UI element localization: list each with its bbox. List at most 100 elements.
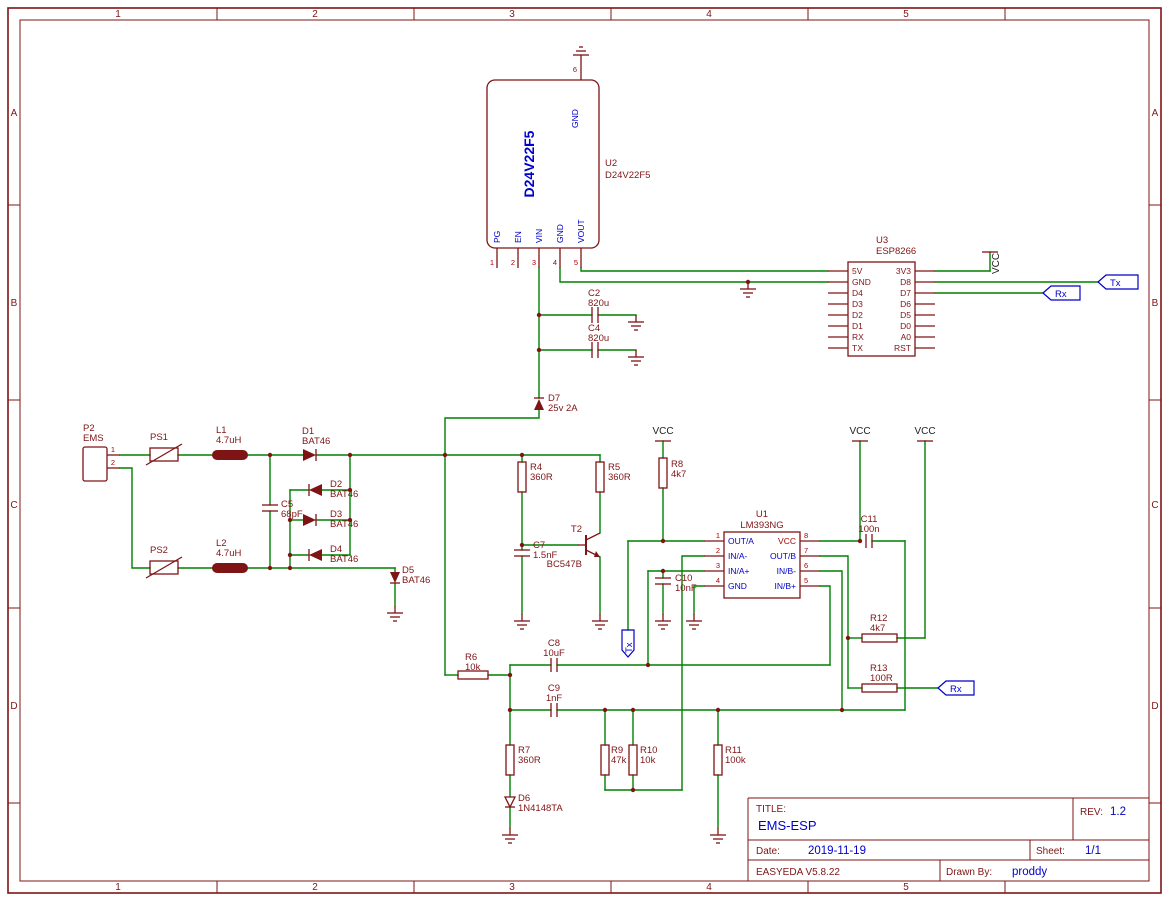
c2-value: 820u [588, 298, 609, 309]
frame-col-label: 4 [706, 882, 712, 893]
r12-ref: R12 [870, 613, 887, 624]
u2-pin-name-pg: PG [492, 231, 502, 243]
u2-pin-num-1: 1 [490, 258, 494, 267]
component-u2-regulator[interactable]: D24V22F5 GND 6 PG EN VIN GND VOUT 1 2 3 … [486, 62, 650, 268]
ground-icon [739, 281, 757, 298]
component-c5[interactable]: C5 68pF [262, 499, 303, 520]
rev-value: 1.2 [1110, 806, 1126, 818]
component-d5[interactable]: D5 BAT46 [390, 565, 430, 586]
ground-icon [685, 613, 703, 630]
frame-col-label: 3 [509, 9, 515, 20]
date-label: Date: [756, 846, 780, 857]
u1-value: LM393NG [740, 520, 783, 531]
component-r6[interactable]: R6 10k [457, 652, 489, 680]
component-r5[interactable]: R5 360R [595, 461, 631, 493]
component-r9[interactable]: R9 47k [600, 744, 627, 776]
component-ps2[interactable]: PS2 [145, 545, 183, 579]
component-l2[interactable]: L2 4.7uH [212, 538, 248, 573]
r10-ref: R10 [640, 745, 657, 756]
net-flag-vcc[interactable]: VCC [914, 426, 936, 442]
u2-pin-num-6: 6 [573, 65, 577, 74]
vcc-label: VCC [991, 253, 1002, 274]
net-flag-rx[interactable]: Rx [1042, 285, 1081, 301]
d1-ref: D1 [302, 426, 314, 437]
net-flag-rx[interactable]: Rx [937, 680, 975, 696]
net-flag-tx[interactable]: Tx [1097, 274, 1139, 290]
frame-col-label: 5 [903, 9, 909, 20]
ground-icon [572, 46, 590, 63]
net-flag-vcc[interactable]: VCC [849, 426, 871, 442]
u3-value: ESP8266 [876, 246, 916, 257]
component-l1[interactable]: L1 4.7uH [212, 425, 248, 460]
component-p2-connector[interactable]: 1 2 P2 EMS [82, 423, 120, 482]
component-d6[interactable]: D6 1N4148TA [503, 793, 563, 814]
component-r4[interactable]: R4 360R [517, 461, 553, 493]
r13-value: 100R [870, 673, 893, 684]
net-flag-tx[interactable]: Tx [621, 629, 635, 658]
c9-value: 1nF [546, 693, 563, 704]
ground-icon [627, 314, 645, 331]
net-flag-vcc[interactable]: VCC [652, 426, 674, 442]
u2-pin-name-gnd-top: GND [570, 109, 580, 128]
d2-value: BAT46 [330, 489, 358, 500]
r10-value: 10k [640, 755, 656, 766]
d2-ref: D2 [330, 479, 342, 490]
ground-icon [501, 827, 519, 844]
component-t2-transistor[interactable]: T2 BC547B [547, 524, 601, 570]
u2-pin-num-4: 4 [553, 258, 557, 267]
component-d1[interactable]: D1 BAT46 [302, 426, 330, 461]
component-c8[interactable]: C8 10uF [543, 638, 565, 672]
ground-icon [591, 613, 609, 630]
l1-ref: L1 [216, 425, 227, 436]
d7-ref: D7 [548, 393, 560, 404]
u2-ref: U2 [605, 158, 617, 169]
component-u1-lm393[interactable]: OUT/A IN/A- IN/A+ GND VCC OUT/B IN/B- IN… [704, 509, 820, 599]
component-r7[interactable]: R7 360R [505, 744, 541, 776]
component-d7[interactable]: D7 25v 2A [534, 393, 578, 414]
r5-value: 360R [608, 472, 631, 483]
d3-value: BAT46 [330, 519, 358, 530]
u1-pin-num-3: 3 [716, 561, 720, 570]
component-d2[interactable]: D2 BAT46 [308, 479, 358, 500]
title-label: TITLE: [756, 804, 786, 815]
component-r10[interactable]: R10 10k [628, 744, 657, 776]
component-r8[interactable]: R8 4k7 [658, 457, 686, 489]
vcc-label: VCC [652, 426, 673, 437]
r5-ref: R5 [608, 462, 620, 473]
c4-ref: C4 [588, 323, 600, 334]
p2-value: EMS [83, 433, 104, 444]
l2-value: 4.7uH [216, 548, 241, 559]
u2-body-label: D24V22F5 [521, 130, 537, 197]
u2-value: D24V22F5 [605, 170, 650, 181]
t2-value: BC547B [547, 559, 582, 570]
u1-pin-num-7: 7 [804, 546, 808, 555]
u3-pin-gnd: GND [852, 277, 871, 287]
u3-ref: U3 [876, 235, 888, 246]
net-flag-vcc[interactable]: VCC [982, 251, 1002, 274]
component-c11[interactable]: C11 100n [858, 514, 880, 548]
component-r11[interactable]: R11 100k [713, 744, 746, 776]
l1-value: 4.7uH [216, 435, 241, 446]
u1-pin-ina-pos: IN/A+ [728, 566, 750, 576]
component-d3[interactable]: D3 BAT46 [303, 509, 358, 530]
u2-pin-name-vout: VOUT [576, 219, 586, 243]
r8-value: 4k7 [671, 469, 686, 480]
u3-pin-5v: 5V [852, 266, 863, 276]
component-d4[interactable]: D4 BAT46 [308, 544, 358, 565]
component-c10[interactable]: C10 10nF [655, 573, 697, 594]
component-ps1[interactable]: PS1 [145, 432, 183, 466]
component-c2[interactable]: C2 820u [588, 288, 609, 323]
component-r13[interactable]: R13 100R [861, 663, 898, 693]
frame-col-label: 3 [509, 882, 515, 893]
component-u3-esp8266[interactable]: 5V GND D4 D3 D2 D1 RX TX 3V3 D8 D7 D6 D5… [828, 235, 935, 357]
component-c9[interactable]: C9 1nF [546, 683, 563, 717]
component-c7[interactable]: C7 1.5nF [514, 540, 557, 561]
component-c4[interactable]: C4 820u [588, 323, 609, 358]
sheet-frame: 1 2 3 4 5 1 2 3 4 5 A B C D A B C D [7, 7, 1162, 894]
component-r12[interactable]: R12 4k7 [861, 613, 898, 643]
c9-ref: C9 [548, 683, 560, 694]
r8-ref: R8 [671, 459, 683, 470]
c5-ref: C5 [281, 499, 293, 510]
sheet-title: EMS-ESP [758, 818, 817, 833]
